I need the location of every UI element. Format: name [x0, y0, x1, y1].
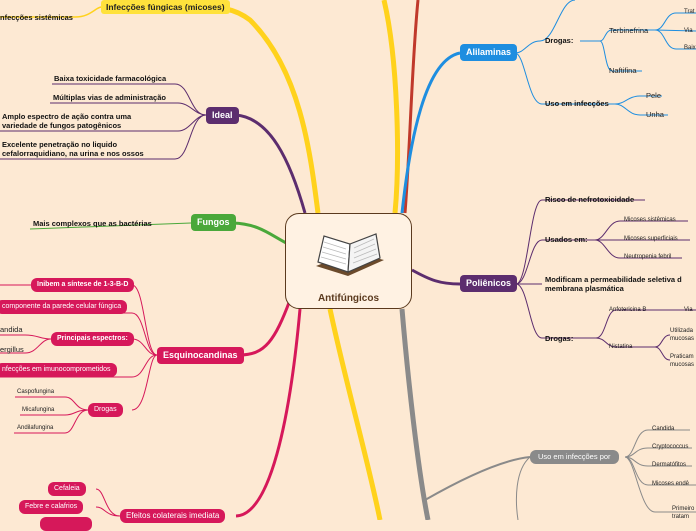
inibem-node[interactable]: Inibem a síntese de 1-3-B-D [31, 278, 135, 292]
link-grey-bottom [399, 308, 431, 520]
fungos-item: Mais complexos que as bactérias [33, 219, 152, 228]
cefaleia-node[interactable]: Cefaleia [48, 482, 86, 496]
terb-item-1: Trat [684, 9, 695, 15]
usados-text: Usados em: [545, 235, 588, 244]
grey-item-3: Dermatófitos [652, 462, 687, 468]
modificam-text-1: Modificam a permeabilidade seletiva d [545, 275, 682, 284]
pele-text: Pele [646, 91, 662, 100]
usados-item-1: Micoses sistêmicas [624, 217, 676, 223]
ideal-node[interactable]: Ideal [206, 107, 239, 124]
link-alil [400, 51, 461, 214]
infeccoes-sistemicas-text: nfecções sistêmicas [0, 13, 73, 22]
link-efeitos [235, 308, 302, 518]
alil-uso-text: Uso em infecções [545, 99, 609, 108]
ideal-item-3a: Amplo espectro de ação contra uma [2, 112, 132, 121]
link-grey [424, 456, 531, 501]
anfotericina-text: Anfotericina B [609, 307, 647, 313]
grey-item-2: Cryptococcus [652, 444, 689, 450]
polien-drogas-text: Drogas: [545, 334, 574, 343]
unha-text: Unha [646, 110, 664, 119]
nist-item-4: mucosas [670, 362, 695, 368]
usados-item-2: Micoses superficiais [624, 236, 678, 242]
nist-item-1: Utilizada [670, 328, 694, 334]
ideal-item-1: Baixa toxicidade farmacológica [54, 74, 167, 83]
link-yellow-top [381, 0, 400, 214]
link-polien [411, 268, 461, 286]
efeitos-node[interactable]: Efeitos colaterais imediata [120, 509, 226, 523]
grey-item-4: Micoses endê [652, 481, 690, 487]
nist-item-3: Praticam [670, 354, 694, 360]
primeiro-text-1: Primeiro [672, 506, 695, 512]
terb-item-2: Via [684, 28, 693, 34]
ideal-item-4a: Excelente penetração no liquido [2, 140, 118, 149]
micafungina-text: Micafungina [22, 407, 55, 413]
candida-text: andida [0, 325, 23, 334]
anfo-via-text: Via [684, 307, 693, 313]
efeitos-extra-node[interactable] [40, 517, 92, 531]
terbinefrina-text: Terbinefrina [609, 26, 649, 35]
drogas-equino-node[interactable]: Drogas [88, 403, 123, 417]
modificam-text-2: membrana plasmática [545, 284, 624, 293]
central-topic[interactable]: Antifúngicos [285, 213, 412, 309]
risco-text: Risco de nefrotoxicidade [545, 195, 635, 204]
link-yellow-bottom [327, 308, 383, 520]
andilafungina-text: Andilafungina [17, 425, 54, 431]
infeccoes-fungicas-node[interactable]: Infecções fúngicas (micoses) [101, 0, 230, 14]
link-ideal [235, 113, 307, 214]
nist-item-2: mucosas [670, 336, 695, 342]
mindmap-links [0, 0, 696, 520]
caspofungina-text: Caspofungina [17, 389, 55, 395]
central-topic-title: Antifúngicos [317, 293, 380, 304]
link-red-top [403, 0, 420, 214]
alilaminas-node[interactable]: Alilaminas [460, 44, 518, 61]
grey-item-1: Candida [652, 426, 675, 432]
espectros-node[interactable]: Principais espectros: [51, 332, 134, 346]
febre-node[interactable]: Febre e calafrios [19, 500, 84, 514]
link-equino [239, 299, 292, 357]
link-fungos [232, 221, 291, 247]
uso-infeccoes-node[interactable]: Uso em infecções por [530, 450, 619, 464]
terb-item-3: Baix [684, 45, 696, 51]
imunocomprometidos-node[interactable]: nfecções em imunocomprometidos [0, 363, 117, 377]
esquinocandinas-node[interactable]: Esquinocandinas [157, 347, 244, 364]
ergillus-text: ergillus [0, 345, 24, 354]
polienicos-node[interactable]: Poliênicos [460, 275, 518, 292]
ideal-item-4b: cefalorraquidiano, na urina e nos ossos [2, 149, 144, 158]
book-icon [316, 233, 384, 276]
ideal-item-2: Múltiplas vias de administração [53, 93, 166, 102]
ideal-item-3b: variedade de fungos patogênicos [2, 121, 122, 130]
alil-drogas-text: Drogas: [545, 36, 574, 45]
primeiro-text-2: tratam [672, 514, 690, 520]
usados-item-3: Neutropenia febril [624, 254, 672, 260]
componente-node[interactable]: componente da parede celular fúngica [0, 300, 128, 314]
nistatina-text: Nistatina [609, 344, 633, 350]
naftifina-text: Naftifina [609, 66, 637, 75]
fungos-node[interactable]: Fungos [191, 214, 236, 231]
link-infeccoes [0, 6, 102, 18]
